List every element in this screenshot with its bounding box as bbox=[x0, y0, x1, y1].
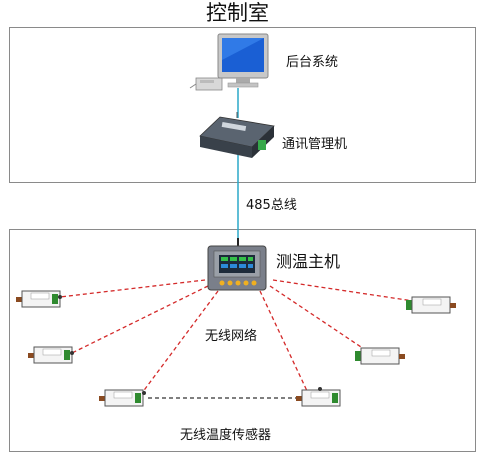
gateway-label: 通讯管理机 bbox=[282, 137, 348, 152]
wireless-link-4 bbox=[259, 290, 309, 394]
wireless-link-2 bbox=[71, 285, 209, 354]
host-label: 测温主机 bbox=[276, 252, 341, 271]
wireless-network-label: 无线网络 bbox=[205, 329, 258, 344]
wireless-sensor-icon bbox=[406, 296, 456, 314]
page-title: 控制室 bbox=[206, 1, 269, 25]
wireless-sensor-icon bbox=[28, 346, 74, 364]
temperature-host-icon bbox=[207, 238, 267, 291]
wireless-link-6 bbox=[272, 279, 421, 303]
wireless-sensor-icon bbox=[16, 290, 62, 308]
backend-system-label: 后台系统 bbox=[286, 55, 339, 70]
computer-icon bbox=[189, 33, 269, 91]
wireless-sensor-icon bbox=[355, 347, 405, 365]
wireless-sensor-icon bbox=[99, 389, 146, 407]
wireless-sensor-icon bbox=[296, 387, 341, 407]
wireless-sensors-label: 无线温度传感器 bbox=[180, 428, 272, 443]
bus-label: 485总线 bbox=[246, 198, 297, 213]
wireless-link-5 bbox=[269, 285, 371, 354]
wireless-link-3 bbox=[141, 290, 219, 394]
wireless-link-1 bbox=[59, 279, 206, 298]
wireless-links bbox=[59, 279, 421, 394]
communication-gateway-icon bbox=[199, 112, 275, 158]
